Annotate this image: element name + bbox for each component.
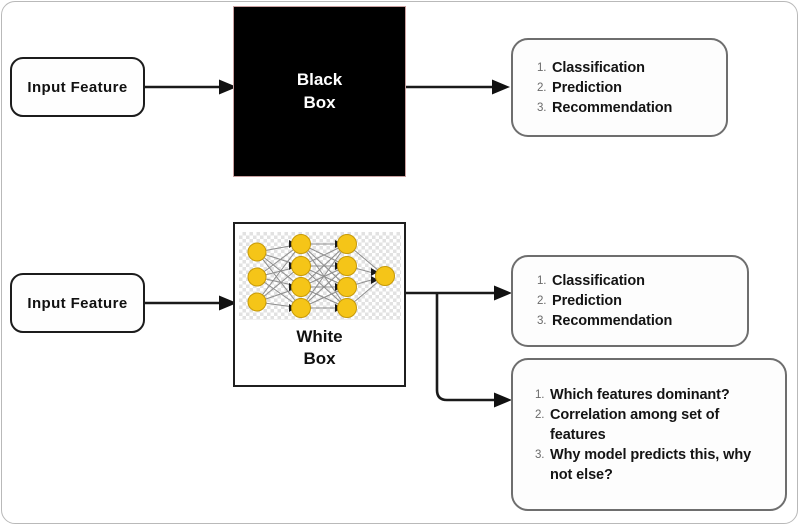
output-list-black-box: 1. Classification 2. Prediction 3. Recom… — [513, 58, 726, 118]
list-item: 2. Prediction — [537, 78, 726, 98]
arrow-input-to-white-box — [145, 295, 237, 311]
list-item: 2. Prediction — [537, 291, 747, 311]
list-item-number: 1. — [537, 275, 547, 287]
list-item-number: 3. — [537, 101, 547, 114]
list-item: 1. Classification — [537, 58, 726, 78]
list-item-text: Classification — [552, 59, 645, 76]
black-box-label-line1: Black — [296, 69, 343, 89]
white-box-model: White Box — [233, 222, 406, 387]
list-item: 3. Recommendation — [537, 311, 747, 331]
black-box-model: Black Box — [233, 6, 406, 177]
branching-connector-white-box — [406, 285, 512, 408]
list-item-number: 2. — [537, 295, 547, 307]
nn-edges — [256, 243, 385, 309]
list-item-text: Recommendation — [552, 99, 673, 116]
neural-network-illustration — [238, 232, 401, 320]
list-item: 3. Recommendation — [537, 98, 726, 118]
list-item: 1. Which features dominant? — [535, 385, 771, 405]
white-box-label: White Box — [296, 326, 342, 370]
list-item-number: 3. — [537, 315, 547, 327]
list-item-text: Classification — [552, 273, 645, 289]
output-box-white-box-secondary: 1. Which features dominant? 2. Correlati… — [511, 358, 787, 511]
arrow-input-to-black-box — [145, 79, 237, 95]
white-box-label-line2: Box — [303, 349, 336, 369]
output-box-white-box-primary: 1. Classification 2. Prediction 3. Recom… — [511, 255, 749, 347]
input-feature-label-bottom: Input Feature — [27, 294, 128, 312]
list-item: 1. Classification — [537, 271, 747, 291]
list-item-text: Prediction — [552, 79, 622, 96]
output-list-white-box-primary: 1. Classification 2. Prediction 3. Recom… — [513, 271, 747, 331]
list-item-number: 3. — [535, 448, 545, 461]
list-item-number: 1. — [535, 388, 545, 401]
arrow-black-box-to-output — [406, 79, 510, 95]
white-box-label-line1: White — [296, 327, 343, 346]
input-feature-label-top: Input Feature — [27, 78, 128, 96]
list-item-text: Why model predicts this, why not else? — [550, 446, 752, 483]
nn-edge-arrowheads — [288, 240, 378, 312]
list-item: 2. Correlation among set of features — [535, 405, 771, 445]
list-item-text: Correlation among set of features — [550, 406, 720, 443]
nn-nodes — [247, 234, 395, 318]
input-feature-box-top: Input Feature — [10, 57, 145, 117]
input-feature-box-bottom: Input Feature — [10, 273, 145, 333]
list-item-number: 1. — [537, 61, 547, 74]
output-list-white-box-secondary: 1. Which features dominant? 2. Correlati… — [513, 385, 785, 485]
list-item-text: Prediction — [552, 293, 622, 309]
list-item-number: 2. — [535, 408, 545, 421]
list-item-text: Which features dominant? — [550, 386, 730, 403]
list-item-text: Recommendation — [552, 313, 673, 329]
list-item-number: 2. — [537, 81, 547, 94]
output-box-black-box: 1. Classification 2. Prediction 3. Recom… — [511, 38, 728, 137]
black-box-label-line2: Box — [303, 92, 336, 112]
list-item: 3. Why model predicts this, why not else… — [535, 445, 771, 485]
